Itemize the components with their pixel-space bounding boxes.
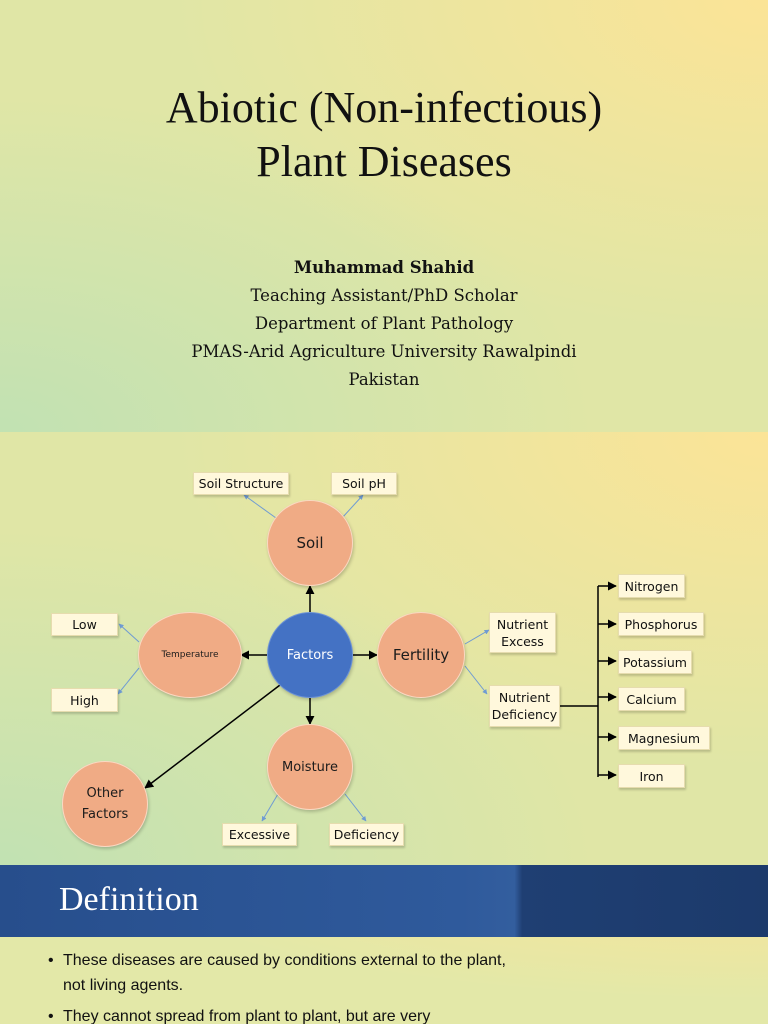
fertility-circle: Fertility — [377, 612, 465, 698]
bullet-item: • These diseases are caused by condition… — [48, 948, 508, 998]
diagram-connectors — [117, 494, 617, 822]
arrow-to-deficiency — [344, 793, 367, 822]
moisture-circle: Moisture — [267, 724, 353, 810]
soil-circle: Soil — [267, 500, 353, 586]
low-box: Low — [51, 613, 118, 636]
nutrient-excess-box: Nutrient Excess — [489, 612, 556, 653]
phosphorus-box: Phosphorus — [618, 612, 704, 636]
arrow-to-nutrient-excess — [464, 629, 490, 645]
author-role: Teaching Assistant/PhD Scholar — [250, 286, 518, 305]
bullet-text: These diseases are caused by conditions … — [63, 952, 506, 994]
factors-diagram-slide: Soil Structure Soil pH Low High Nutrient… — [0, 432, 768, 865]
author-name: Muhammad Shahid — [293, 258, 475, 277]
bullet-item: • They cannot spread from plant to plant… — [48, 1004, 508, 1024]
soil-ph-box: Soil pH — [331, 472, 397, 495]
nitrogen-box: Nitrogen — [618, 574, 685, 598]
author-country: Pakistan — [348, 370, 420, 389]
bullet-text: They cannot spread from plant to plant, … — [63, 1008, 431, 1024]
arrow-to-excessive — [261, 793, 279, 822]
temperature-circle: Temperature — [138, 612, 242, 698]
title-slide: Abiotic (Non-infectious) Plant Diseases … — [0, 0, 768, 432]
excessive-box: Excessive — [222, 823, 297, 846]
arrow-to-soil-structure — [243, 494, 277, 519]
calcium-box: Calcium — [618, 687, 685, 711]
arrow-to-nutrient-deficiency — [464, 665, 488, 695]
bullet-dot-icon: • — [48, 952, 54, 969]
deficiency-box: Deficiency — [329, 823, 404, 846]
definition-heading: Definition — [59, 881, 199, 918]
arrow-to-other-factors — [144, 684, 281, 789]
bullet-dot-icon: • — [48, 1008, 54, 1024]
arrow-to-low — [118, 623, 140, 643]
potassium-box: Potassium — [618, 650, 692, 674]
magnesium-box: Magnesium — [618, 726, 710, 750]
slide-title-line1: Abiotic (Non-infectious) — [165, 83, 603, 132]
factors-center-circle: Factors — [267, 612, 353, 698]
soil-structure-box: Soil Structure — [193, 472, 289, 495]
slide-title-line2: Plant Diseases — [256, 137, 512, 186]
author-department: Department of Plant Pathology — [254, 314, 514, 333]
iron-box: Iron — [618, 764, 685, 788]
arrow-to-soil-ph — [341, 494, 364, 519]
definition-slide: Definition • These diseases are caused b… — [0, 865, 768, 1024]
author-university: PMAS-Arid Agriculture University Rawalpi… — [191, 342, 577, 361]
definition-banner: Definition — [0, 865, 768, 937]
nutrient-deficiency-box: Nutrient Deficiency — [489, 685, 560, 727]
high-box: High — [51, 688, 118, 712]
arrow-to-high — [117, 667, 140, 695]
other-factors-circle: Other Factors — [62, 761, 148, 847]
